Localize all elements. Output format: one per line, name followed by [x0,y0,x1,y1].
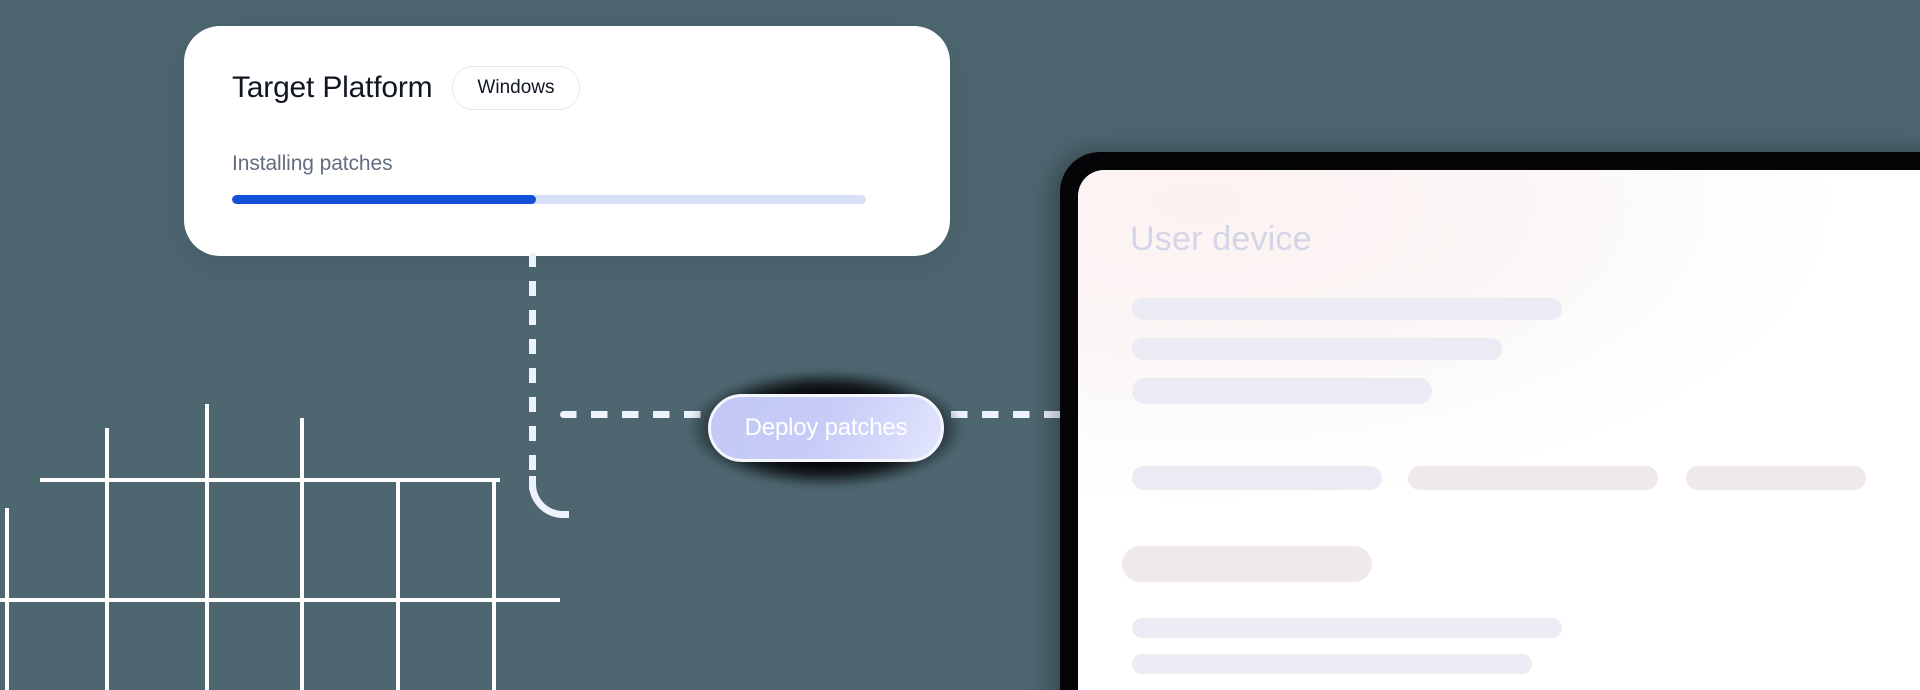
page-title: Target Platform [232,71,433,104]
deploy-button-wrapper: Deploy patches [688,370,964,488]
user-device-screen: User device [1078,170,1920,690]
skeleton-row [1132,466,1382,490]
skeleton-row [1132,378,1432,404]
progress-bar-fill [232,195,537,204]
connector-horizontal-left-dashed [560,411,708,418]
skeleton-row [1686,466,1866,490]
grid-line-vertical-3 [300,418,304,690]
connector-vertical-dashed [529,252,536,492]
status-text: Installing patches [232,152,393,175]
skeleton-row [1132,338,1502,360]
progress-bar-track [232,195,866,204]
skeleton-row [1132,654,1532,674]
connector-horizontal-right-dashed [920,411,1070,418]
grid-line-vertical-0 [5,508,9,690]
target-platform-card: Target Platform Windows Installing patch… [184,26,950,256]
grid-line-horizontal-1 [0,598,560,602]
skeleton-row [1122,546,1372,582]
grid-line-vertical-1 [105,428,109,690]
card-header: Target Platform Windows [232,66,902,110]
grid-line-horizontal-0 [40,478,500,482]
skeleton-row [1132,298,1562,320]
card-content: Target Platform Windows Installing patch… [232,66,902,204]
platform-badge[interactable]: Windows [452,66,580,110]
connector-elbow [529,476,569,518]
grid-line-vertical-5 [492,478,496,690]
grid-line-vertical-2 [205,404,209,690]
grid-line-vertical-4 [396,478,400,690]
deploy-patches-button[interactable]: Deploy patches [708,394,944,462]
user-device-frame: User device [1060,152,1920,690]
skeleton-row [1408,466,1658,490]
user-device-title: User device [1130,220,1312,258]
skeleton-row [1132,618,1562,638]
